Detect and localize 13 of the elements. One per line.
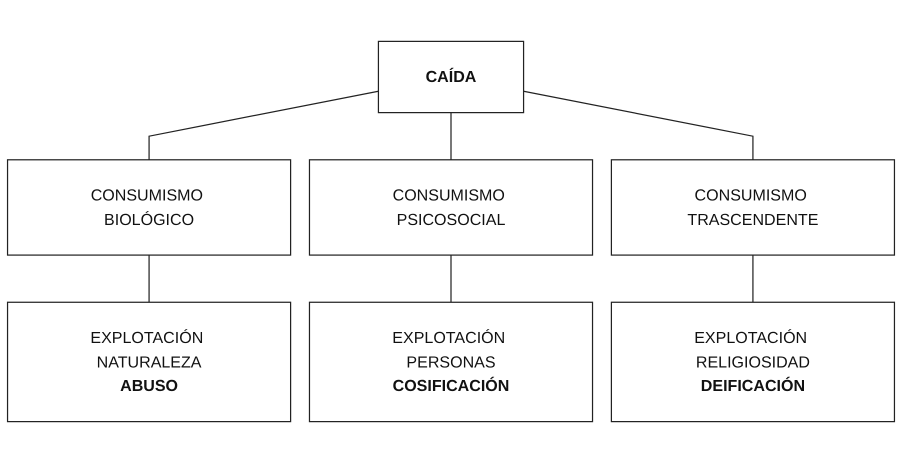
connector <box>148 255 150 302</box>
node-box: CAÍDA <box>378 40 524 114</box>
node-box: CONSUMISMO BIOLÓGICO <box>6 159 292 256</box>
connector <box>523 90 754 160</box>
node-box: EXPLOTACIÓN PERSONAS COSIFICACIÓN <box>308 302 594 422</box>
node-box: CONSUMISMO PSICOSOCIAL <box>308 159 594 256</box>
node-box: CONSUMISMO TRASCENDENTE <box>610 159 896 256</box>
node-box: EXPLOTACIÓN RELIGIOSIDAD DEIFICACIÓN <box>610 302 896 422</box>
connector <box>450 112 452 160</box>
connector <box>752 255 754 302</box>
connector <box>450 255 452 302</box>
connector <box>148 90 379 160</box>
node-box: EXPLOTACIÓN NATURALEZA ABUSO <box>6 302 292 422</box>
